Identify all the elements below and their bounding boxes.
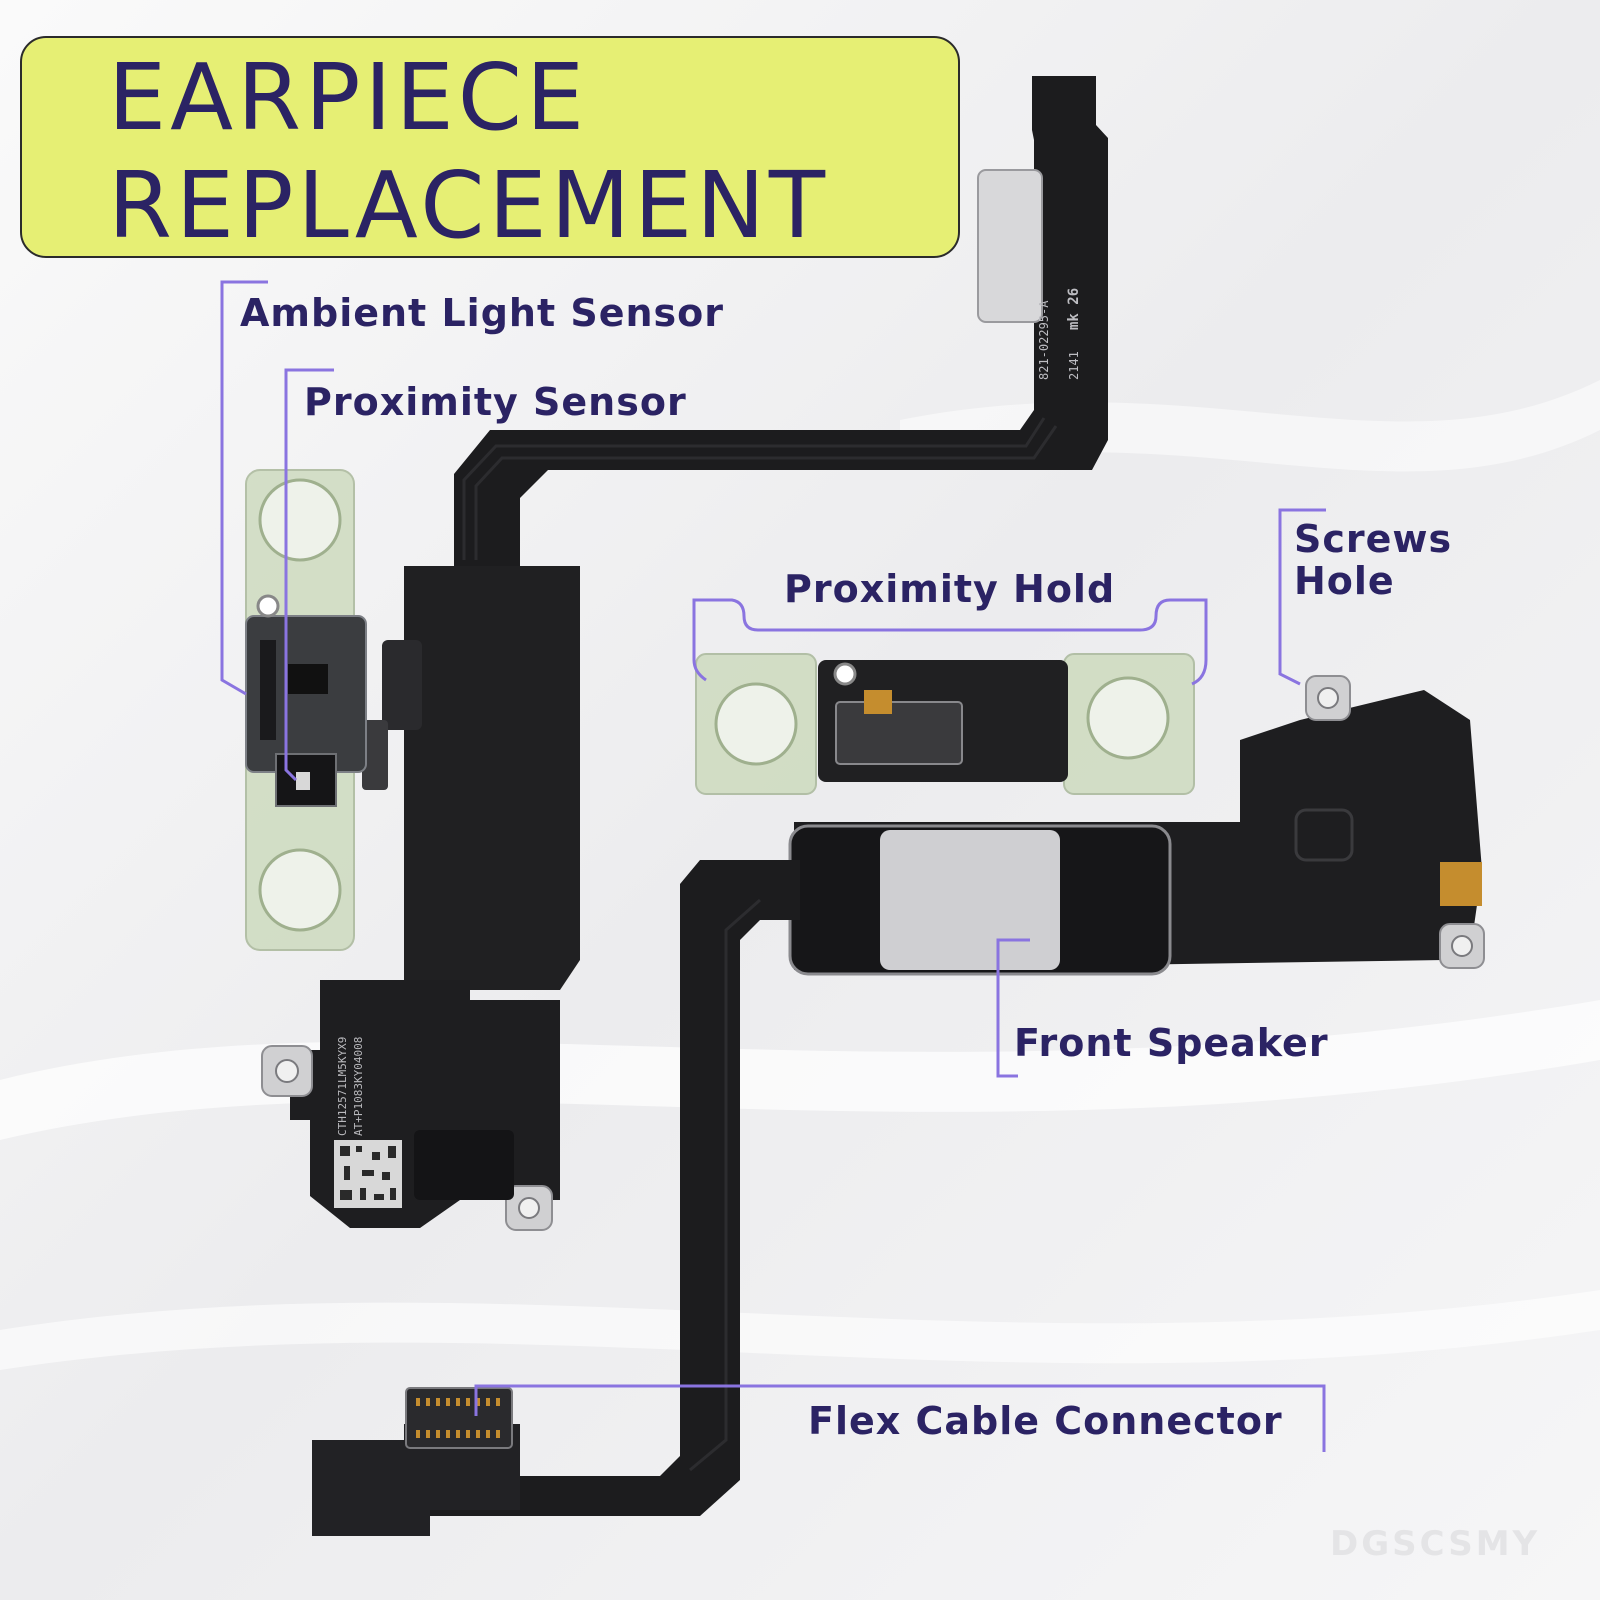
left-module	[245, 469, 580, 990]
front-speaker-plate	[880, 830, 1060, 970]
callout-lines	[220, 280, 1326, 1452]
label-proximity-hold: Proximity Hold	[784, 567, 1116, 611]
label-flex-cable-connector: Flex Cable Connector	[808, 1399, 1283, 1443]
left-speaker-module: CTH12571LM5KYX9 AT+P1083KY04008	[261, 980, 560, 1231]
label-screws-hole-line-1: Screws	[1294, 517, 1453, 561]
label-front-speaker: Front Speaker	[1014, 1021, 1329, 1065]
right-module	[695, 653, 1485, 976]
lower-flex-cable	[312, 860, 800, 1536]
callout-proximity-sensor	[284, 368, 334, 782]
top-connector-stiffener	[977, 169, 1043, 323]
brand-watermark: DGSCSMY	[1330, 1524, 1541, 1564]
label-proximity-sensor: Proximity Sensor	[304, 380, 687, 424]
callout-proximity-hold	[692, 598, 1208, 686]
callout-screws-hole	[1278, 508, 1326, 686]
title-banner: EARPIECE REPLACEMENT	[20, 36, 960, 258]
top-flex-cable	[454, 76, 1108, 580]
flex-cable-connector-body	[312, 1424, 520, 1536]
flex-cable-connector	[405, 1387, 513, 1449]
module-print-line-1: CTH12571LM5KYX9	[336, 1037, 349, 1136]
callout-front-speaker	[996, 938, 1030, 1078]
flex-part-number: 821-02295-A	[1037, 300, 1051, 380]
speaker-contact-pad	[1440, 862, 1482, 906]
label-ambient-light-sensor: Ambient Light Sensor	[240, 291, 724, 335]
callout-flex-cable-connector	[474, 1384, 1326, 1452]
label-screws-hole-line-2: Hole	[1294, 559, 1395, 603]
flex-mark: mk 26	[1066, 288, 1082, 330]
callout-ambient-light-sensor	[220, 280, 268, 696]
title-line-1: EARPIECE	[108, 44, 589, 151]
title-line-2: REPLACEMENT	[108, 152, 830, 259]
module-print-line-2: AT+P1083KY04008	[352, 1037, 365, 1136]
flex-date-code: 2141	[1067, 351, 1081, 380]
flex-print-text: 821-02295-A 2141 mk 26	[1037, 288, 1082, 380]
